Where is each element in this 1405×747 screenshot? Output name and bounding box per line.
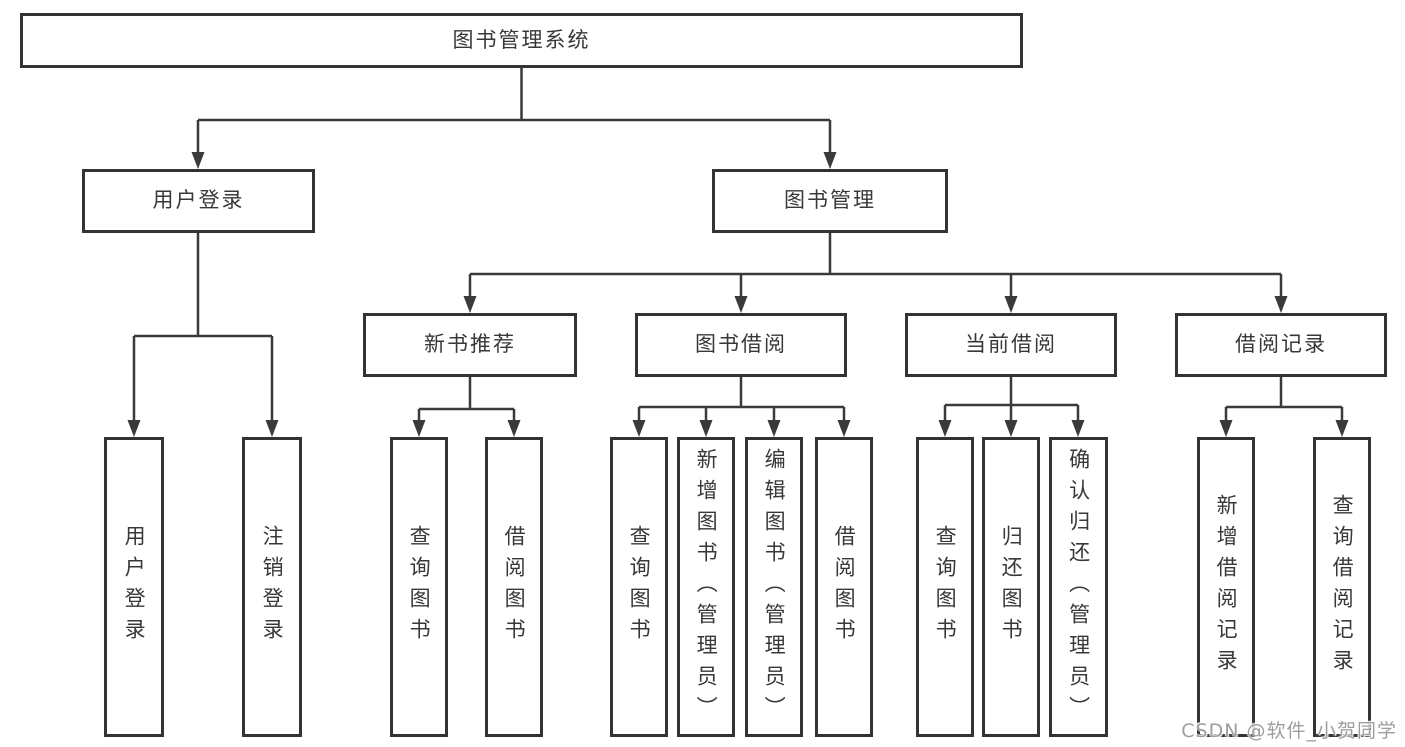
leaf-user-login: 用户登录 [104, 437, 164, 737]
leaf-query-books-recommend-label: 查询图书 [407, 525, 432, 649]
leaf-borrow-books-borrow: 借阅图书 [815, 437, 873, 737]
leaf-add-borrow-record-label: 新增借阅记录 [1214, 494, 1239, 680]
leaf-return-book-label: 归还图书 [999, 525, 1024, 649]
leaf-query-borrow-record: 查询借阅记录 [1313, 437, 1371, 737]
leaf-query-books-borrow: 查询图书 [610, 437, 668, 737]
node-current-borrowing: 当前借阅 [905, 313, 1117, 377]
leaf-query-books-current: 查询图书 [916, 437, 974, 737]
watermark: CSDN @软件_小贺同学 [1181, 720, 1397, 742]
node-root-system: 图书管理系统 [20, 13, 1023, 68]
node-user-login: 用户登录 [82, 169, 315, 233]
leaf-logout-label: 注销登录 [260, 525, 285, 649]
node-root-system-label: 图书管理系统 [452, 27, 591, 52]
node-new-book-recommendation-label: 新书推荐 [424, 332, 516, 357]
node-new-book-recommendation: 新书推荐 [363, 313, 577, 377]
leaf-query-books-recommend: 查询图书 [390, 437, 448, 737]
node-book-borrowing-label: 图书借阅 [695, 332, 787, 357]
node-current-borrowing-label: 当前借阅 [965, 332, 1057, 357]
leaf-edit-book-admin: 编辑图书（管理员） [745, 437, 803, 737]
leaf-user-login-label: 用户登录 [122, 525, 147, 649]
leaf-return-book: 归还图书 [982, 437, 1040, 737]
leaf-confirm-return-admin-label: 确认归还（管理员） [1066, 447, 1091, 727]
node-book-management: 图书管理 [712, 169, 948, 233]
leaf-borrow-books-recommend: 借阅图书 [485, 437, 543, 737]
leaf-confirm-return-admin: 确认归还（管理员） [1049, 437, 1108, 737]
leaf-add-borrow-record: 新增借阅记录 [1197, 437, 1255, 737]
node-book-management-label: 图书管理 [784, 188, 876, 213]
leaf-edit-book-admin-label: 编辑图书（管理员） [762, 447, 787, 727]
leaf-borrow-books-borrow-label: 借阅图书 [832, 525, 857, 649]
leaf-query-borrow-record-label: 查询借阅记录 [1330, 494, 1355, 680]
node-borrowing-records: 借阅记录 [1175, 313, 1387, 377]
node-book-borrowing: 图书借阅 [635, 313, 847, 377]
node-borrowing-records-label: 借阅记录 [1235, 332, 1327, 357]
leaf-logout: 注销登录 [242, 437, 302, 737]
leaf-add-book-admin-label: 新增图书（管理员） [694, 447, 719, 727]
leaf-borrow-books-recommend-label: 借阅图书 [502, 525, 527, 649]
leaf-query-books-current-label: 查询图书 [933, 525, 958, 649]
node-user-login-label: 用户登录 [152, 188, 245, 213]
leaf-query-books-borrow-label: 查询图书 [627, 525, 652, 649]
leaf-add-book-admin: 新增图书（管理员） [677, 437, 735, 737]
